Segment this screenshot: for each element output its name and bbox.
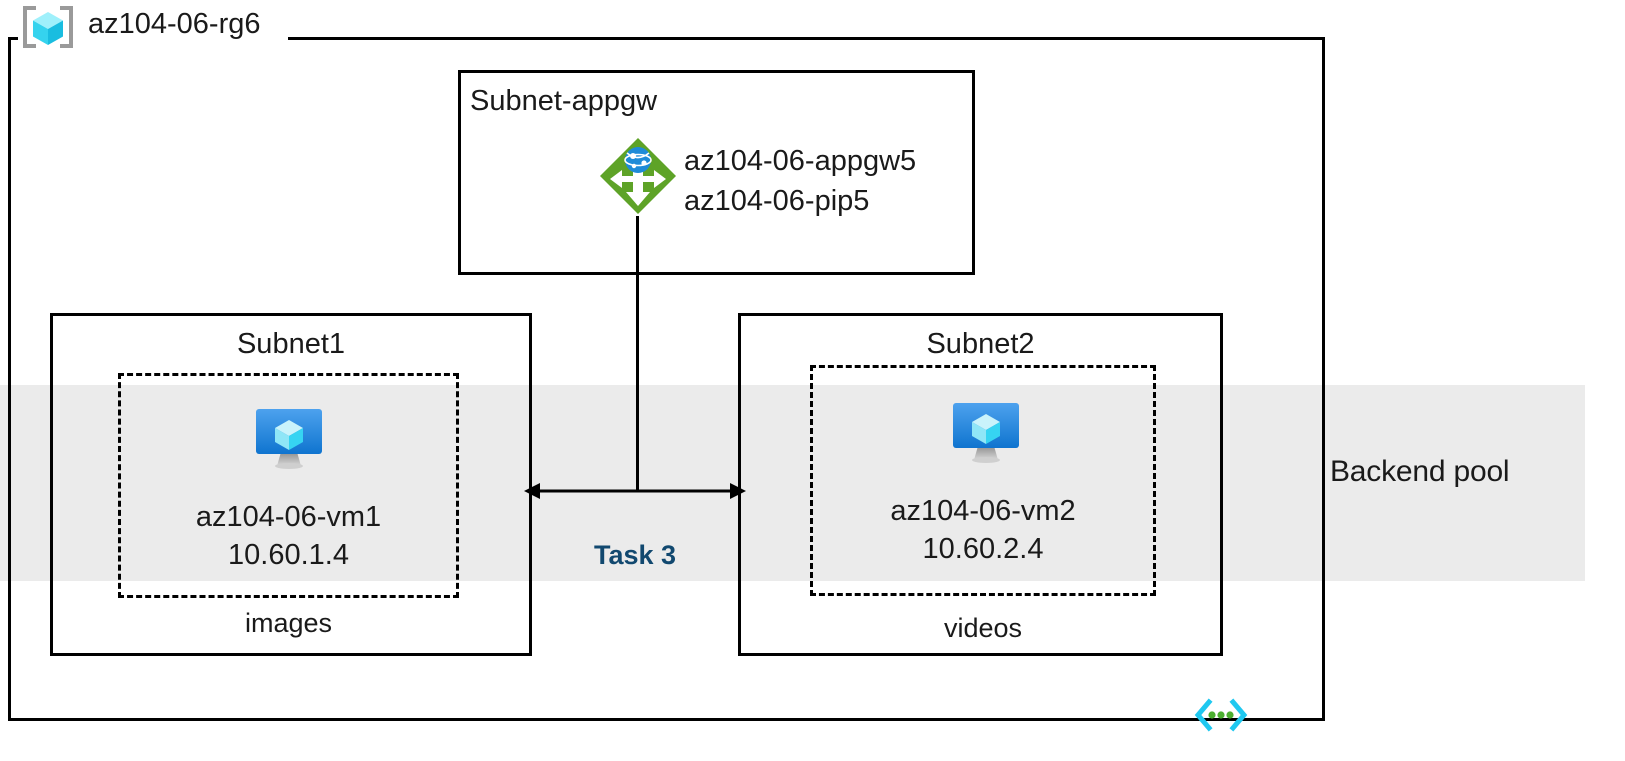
subnet-appgw-box [458,70,975,275]
subnet2-vm-labels: az104-06-vm2 10.60.2.4 [810,492,1156,568]
subnet2-vm-ip: 10.60.2.4 [922,533,1044,565]
subnet2-title: Subnet2 [926,328,1035,360]
subnet2-nic-dashed-box [810,365,1156,596]
appgw-resource-labels: az104-06-appgw5 az104-06-pip5 [684,141,916,221]
virtual-network-icon [1194,694,1248,736]
appgw-connector-line [636,216,639,492]
subnet1-nic-dashed-box [118,373,459,598]
subnet1-vm-labels: az104-06-vm1 10.60.1.4 [118,498,459,574]
subnet1-vm-name: az104-06-vm1 [195,501,382,533]
resource-group-cube-icon [22,5,74,49]
resource-group-boundary [8,37,1325,721]
subnet-to-subnet-arrow [520,474,750,508]
subnet2-vm-name: az104-06-vm2 [890,495,1076,527]
task-label: Task 3 [593,540,677,570]
virtual-machine-icon [948,398,1024,466]
subnet2-box [738,313,1223,656]
subnet2-below-label: videos [943,613,1023,643]
appgw-public-ip-name: az104-06-pip5 [684,185,870,217]
subnet1-box [50,313,532,656]
subnet1-title: Subnet1 [236,328,346,360]
application-gateway-icon [598,136,678,216]
backend-pool-label: Backend pool [1330,455,1510,488]
subnet1-vm-ip: 10.60.1.4 [228,539,349,571]
virtual-machine-icon [251,404,327,472]
subnet-appgw-title: Subnet-appgw [470,85,658,117]
resource-group-name: az104-06-rg6 [88,8,261,40]
appgw-name: az104-06-appgw5 [684,145,917,177]
subnet1-below-label: images [244,608,333,638]
